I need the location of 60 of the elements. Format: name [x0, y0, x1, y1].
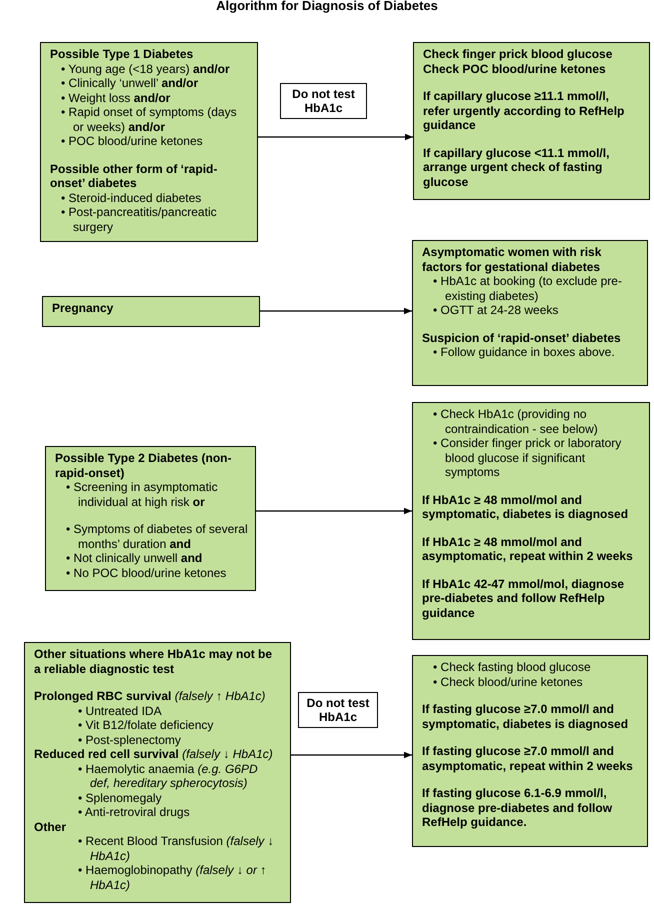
process-box — [42, 296, 260, 327]
instruction-text: If HbA1c ≥ 48 mmol/mol and symptomatic, diabetes is diagnosed — [422, 492, 630, 522]
bullet-item: • Rapid onset of symptoms (days or weeks) and/or — [60, 105, 238, 134]
bullet-item: • Untreated IDA — [77, 704, 163, 718]
bullet-item: • Anti-retroviral drugs — [77, 805, 191, 820]
process-box — [412, 402, 650, 640]
process-box — [412, 240, 648, 386]
bullet-item: • Screening in asymptomatic individual at high risk or — [65, 480, 219, 509]
instruction-text: Check finger prick blood glucose — [423, 47, 614, 62]
bullet-item: • Recent Blood Transfusion (falsely ↓ HbA1c) — [77, 834, 275, 863]
arrow — [258, 134, 413, 140]
section-heading: Possible other form of ‘rapid-onset’ diabetes — [50, 162, 218, 190]
bullet-item: • Steroid-induced diabetes — [60, 190, 202, 205]
bullet-item: • No POC blood/urine ketones — [65, 566, 228, 580]
process-box — [40, 42, 258, 242]
instruction-text: If HbA1c 42-47 mmol/mol, diagnose pre-diabetes and follow RefHelp guidance — [422, 576, 626, 620]
arrow — [256, 508, 412, 514]
section-heading: Possible Type 1 Diabetes — [50, 47, 194, 62]
instruction-text: If fasting glucose ≥7.0 mmol/l and symptomatic, diabetes is diagnosed — [422, 702, 630, 731]
instruction-text: If capillary glucose ≥11.1 mmol/l, refer urgently according to RefHelp guidance — [423, 89, 626, 132]
process-box — [24, 642, 291, 903]
section-heading: Suspicion of ‘rapid-onset’ diabetes — [422, 330, 622, 345]
bullet-item: • Post-splenectomy — [77, 732, 182, 747]
bullet-item: • Not clinically unwell and — [65, 551, 204, 566]
bullet-item: • Weight loss and/or — [60, 90, 172, 105]
bullet-item: • Haemoglobinopathy (falsely ↓ or ↑ HbA1c) — [77, 863, 268, 892]
bullet-item: • Post-pancreatitis/pancreatic surgery — [60, 205, 218, 234]
section-heading: Asymptomatic women with risk factors for gestational diabetes — [422, 245, 602, 274]
section-heading: Other — [34, 820, 68, 834]
instruction-text: Pregnancy — [52, 301, 114, 316]
section-heading: Prolonged RBC survival (falsely ↑ HbA1c) — [34, 689, 266, 704]
bullet-item: • Check fasting blood glucose — [432, 660, 592, 674]
bullet-item: • POC blood/urine ketones — [60, 134, 204, 148]
bullet-item: • OGTT at 24-28 weeks — [432, 303, 560, 318]
process-box — [45, 446, 256, 591]
instruction-text: Check POC blood/urine ketones — [423, 62, 607, 76]
edge-label: Do not test HbA1c — [298, 692, 378, 728]
bullet-item: • Follow guidance in boxes above. — [432, 345, 616, 360]
diagram-title: Algorithm for Diagnosis of Diabetes — [216, 0, 438, 14]
instruction-text: If fasting glucose 6.1-6.9 mmol/l, diagnose pre-diabetes and follow RefHelp guidance. — [422, 786, 614, 830]
bullet-item: • Check blood/urine ketones — [432, 674, 584, 689]
instruction-text: If HbA1c ≥ 48 mmol/mol and asymptomatic, repeat within 2 weeks — [422, 534, 634, 564]
instruction-text: If fasting glucose ≥7.0 mmol/l and asymptomatic, repeat within 2 weeks — [422, 744, 634, 773]
edge-label: Do not test HbA1c — [280, 83, 367, 119]
bullet-item: • HbA1c at booking (to exclude pre-existing diabetes) — [432, 274, 623, 303]
process-box — [412, 655, 648, 847]
process-box — [413, 42, 650, 200]
instruction-text: If capillary glucose <11.1 mmol/l, arrange urgent check of fasting glucose — [423, 146, 610, 189]
bullet-item: • Haemolytic anaemia (e.g. G6PD def, hereditary spherocytosis) — [77, 762, 259, 790]
bullet-item: • Check HbA1c (providing no contraindication - see below) — [432, 407, 599, 436]
bullet-item: • Consider finger prick or laboratory blood glucose if significant symptoms — [432, 436, 622, 480]
bullet-item: • Splenomegaly — [77, 790, 163, 805]
section-heading: Other situations where HbA1c may not be a reliable diagnostic test — [34, 647, 274, 676]
arrow — [260, 308, 412, 314]
arrow — [291, 752, 412, 758]
section-heading: Reduced red cell survival (falsely ↓ HbA1c) — [34, 747, 274, 762]
bullet-item: • Clinically ‘unwell’ and/or — [60, 76, 200, 90]
section-heading: Possible Type 2 Diabetes (non-rapid-onset) — [55, 451, 232, 480]
bullet-item: • Vit B12/folate deficiency — [77, 718, 214, 732]
bullet-item: • Young age (<18 years) and/or — [60, 62, 231, 76]
